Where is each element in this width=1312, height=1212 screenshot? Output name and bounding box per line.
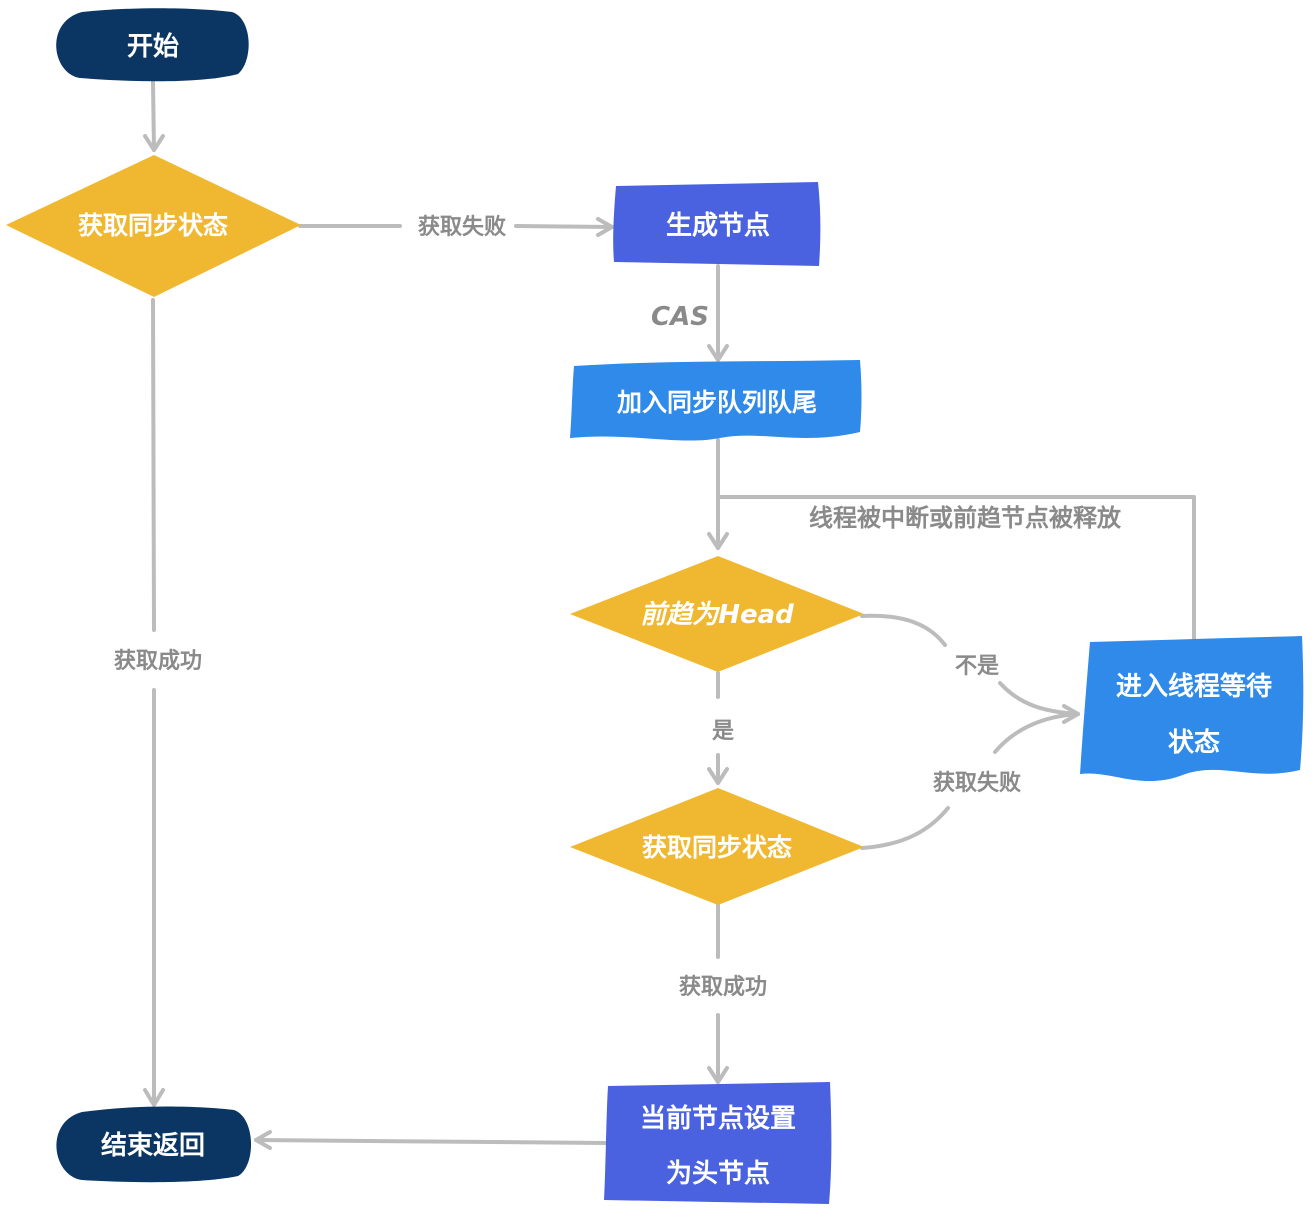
arrowhead: [707, 1066, 729, 1084]
label-acquire-fail-1: 获取失败: [418, 215, 506, 240]
arrowhead: [143, 134, 165, 152]
decision-acquire-state-2-label: 获取同步状态: [642, 833, 792, 862]
edge-wait-loop-back: [716, 495, 1196, 642]
process-set-head-label-line1: 当前节点设置: [640, 1103, 796, 1134]
process-set-head-label-line2: 为头节点: [666, 1158, 770, 1189]
arrowhead: [254, 1130, 272, 1150]
edge-set-head-to-end: [254, 1138, 608, 1145]
end-label: 结束返回: [101, 1130, 205, 1161]
arrowhead: [707, 532, 729, 550]
label-acquire-success-2: 获取成功: [679, 975, 767, 1000]
label-not: 不是: [955, 654, 999, 679]
start-terminal: 开始: [56, 8, 249, 82]
end-terminal: 结束返回: [56, 1106, 252, 1183]
process-thread-wait-label-line1: 进入线程等待: [1116, 671, 1272, 702]
label-acquire-success-1: 获取成功: [114, 649, 202, 674]
process-create-node-label: 生成节点: [666, 210, 770, 241]
arrowhead: [596, 217, 614, 237]
start-label: 开始: [127, 32, 179, 62]
process-create-node: 生成节点: [613, 182, 821, 266]
arrowhead: [143, 1088, 165, 1107]
process-set-head: 当前节点设置 为头节点: [604, 1082, 832, 1204]
arrowhead: [707, 767, 729, 785]
process-thread-wait-label-line2: 状态: [1168, 727, 1220, 758]
label-acquire-fail-2: 获取失败: [933, 771, 1021, 796]
decision-predecessor-head: 前趋为Head: [570, 556, 864, 672]
edge-acquire-fail-to-create-node: [298, 224, 614, 229]
arrowhead: [707, 344, 729, 362]
label-interrupted-or-released: 线程被中断或前趋节点被释放: [809, 504, 1122, 532]
label-cas: CAS: [651, 302, 709, 332]
edge-acquire-success-to-end: [151, 298, 156, 1107]
decision-acquire-state-1-label: 获取同步状态: [78, 211, 228, 240]
decision-predecessor-head-label: 前趋为Head: [640, 600, 794, 630]
edge-start-to-acquire: [151, 80, 156, 152]
process-enqueue-tail-label: 加入同步队列队尾: [616, 388, 817, 417]
decision-acquire-state-2: 获取同步状态: [570, 788, 864, 905]
process-thread-wait: 进入线程等待 状态: [1080, 636, 1304, 782]
label-yes: 是: [712, 719, 734, 744]
edges: [143, 80, 1196, 1150]
decision-acquire-state-1: 获取同步状态: [6, 155, 301, 297]
edge-labels: 获取失败 CAS 获取成功 线程被中断或前趋节点被释放 不是 是 获取失败 获取…: [114, 215, 1122, 1000]
edge-acquire2-fail-to-wait: [860, 712, 1080, 850]
process-enqueue-tail: 加入同步队列队尾: [570, 360, 862, 441]
